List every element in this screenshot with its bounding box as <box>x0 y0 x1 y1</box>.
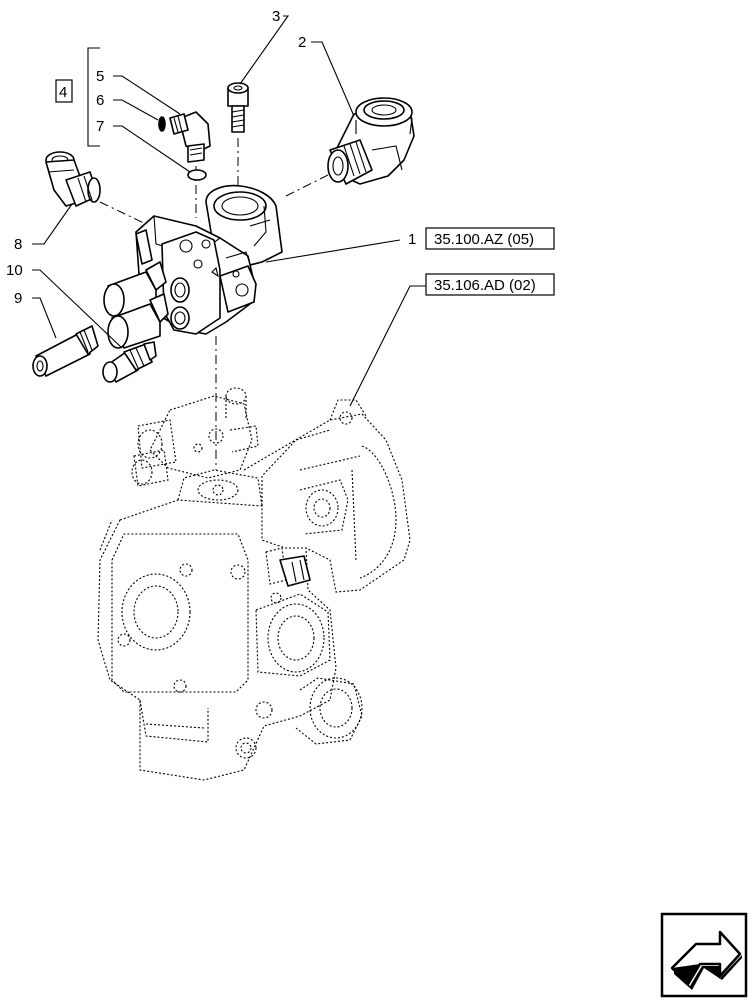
relief-cartridge <box>32 325 99 377</box>
control-valve-block <box>103 184 283 349</box>
callout-2: 2 <box>298 34 306 51</box>
callout-4-box <box>55 79 73 103</box>
small-elbow-fitting <box>169 111 211 163</box>
seal-ring <box>158 116 166 132</box>
callout-7: 7 <box>96 118 104 135</box>
callout-labels: 3 2 5 6 7 4 8 10 9 1 <box>6 8 416 307</box>
elbow-fitting-left <box>45 151 101 207</box>
callout-1: 1 <box>408 231 416 248</box>
callout-9: 9 <box>14 290 22 307</box>
leader-lines <box>32 15 426 407</box>
callout-6: 6 <box>96 92 104 109</box>
callout-5: 5 <box>96 68 104 85</box>
elbow-fitting-large <box>327 97 415 185</box>
adapter-fitting <box>102 341 157 383</box>
reference-box-pump[interactable]: 35.106.AD (02) <box>425 273 555 296</box>
o-ring <box>187 169 207 181</box>
callout-4: 4 <box>59 84 67 101</box>
callout-10: 10 <box>6 262 23 279</box>
cap-screw <box>227 82 249 133</box>
reference-box-valve[interactable]: 35.100.AZ (05) <box>425 227 555 250</box>
callout-8: 8 <box>14 236 22 253</box>
pump-housing-phantom <box>97 387 411 781</box>
next-page-arrow-icon[interactable] <box>660 912 748 998</box>
pump-reference-label[interactable]: 35.106.AD (02) <box>434 277 536 294</box>
valve-reference-label[interactable]: 35.100.AZ (05) <box>434 231 534 248</box>
callout-3: 3 <box>272 8 280 25</box>
